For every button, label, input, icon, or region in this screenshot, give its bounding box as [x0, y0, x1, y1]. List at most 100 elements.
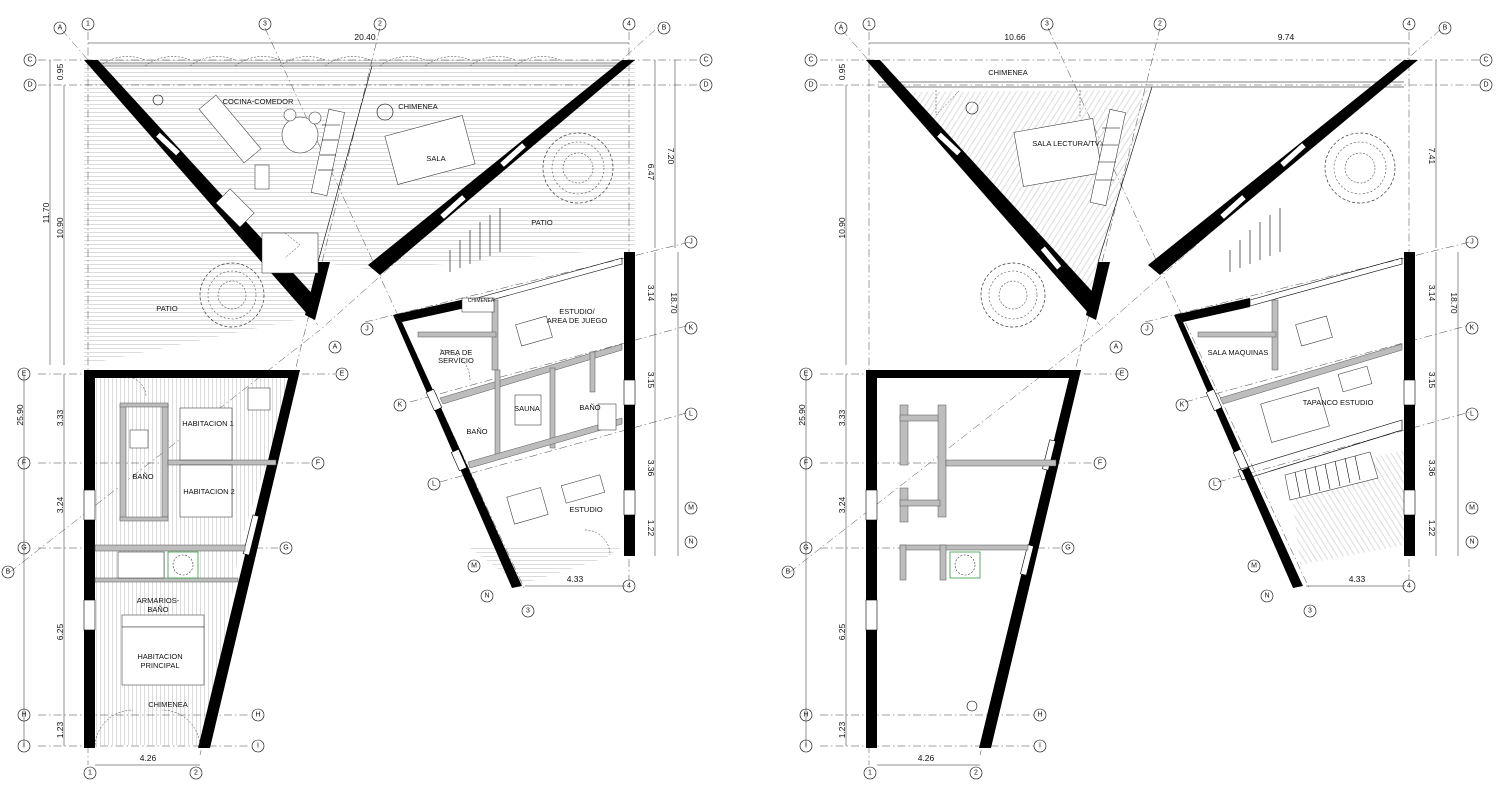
- svg-text:B: B: [6, 569, 11, 576]
- svg-text:E: E: [804, 371, 809, 378]
- bubble-G-right: G: [279, 541, 293, 555]
- svg-text:4: 4: [627, 21, 631, 28]
- svg-text:3: 3: [1308, 608, 1312, 615]
- rbubble-F-right: F: [1093, 456, 1107, 470]
- rbubble-B-top: B: [1438, 21, 1452, 35]
- svg-text:B: B: [662, 25, 667, 32]
- svg-text:M: M: [471, 563, 477, 570]
- label-bano-east: BAÑO: [579, 403, 600, 412]
- dim-r-3-24: 3.24: [837, 496, 847, 513]
- bubble-C-left: C: [23, 53, 37, 67]
- label-principal-1: HABITACION: [137, 652, 182, 661]
- svg-text:I: I: [257, 743, 259, 750]
- dim-r-bottom-4-26: 4.26: [918, 753, 935, 763]
- dim-7-20: 7.20: [666, 148, 676, 165]
- svg-text:J: J: [689, 239, 693, 246]
- label-bano-wing: BAÑO: [132, 472, 153, 481]
- rbubble-J-right: J: [1465, 235, 1479, 249]
- left-room-labels: COCINA-COMEDOR CHIMENEA SALA PATIO PATIO…: [132, 97, 607, 709]
- dim-r-1-23: 1.23: [837, 721, 847, 738]
- dim-r-25-90: 25.90: [797, 404, 807, 426]
- svg-text:1: 1: [867, 21, 871, 28]
- rbubble-N-left: N: [1260, 589, 1274, 603]
- left-walls: [83, 60, 636, 748]
- svg-text:N: N: [688, 539, 693, 546]
- svg-text:C: C: [808, 57, 813, 64]
- svg-text:2: 2: [1158, 21, 1162, 28]
- right-grid-bubbles: 1 3 2 4 A B C D C D E E F F G G B H H I …: [781, 17, 1493, 780]
- dim-6-47: 6.47: [646, 164, 656, 181]
- label-armarios-2: BAÑO: [147, 605, 168, 614]
- dim-r-18-70: 18.70: [1449, 292, 1459, 314]
- dim-6-25: 6.25: [55, 623, 65, 640]
- rbubble-A-top: A: [834, 21, 848, 35]
- left-tree-patio-east: [542, 132, 614, 204]
- svg-text:4: 4: [1407, 21, 1411, 28]
- label-chimenea-north: CHIMENEA: [398, 102, 438, 111]
- rbubble-J-left: J: [1140, 322, 1154, 336]
- bubble-H-left: H: [17, 708, 31, 722]
- dim-r-10-90: 10.90: [837, 217, 847, 239]
- label-sala-maquinas: SALA MAQUINAS: [1208, 348, 1269, 357]
- svg-text:H: H: [21, 712, 26, 719]
- svg-text:L: L: [1470, 411, 1474, 418]
- dim-3-15: 3.15: [646, 372, 656, 389]
- right-tree-patio-west: [980, 262, 1046, 328]
- dim-3-33: 3.33: [55, 409, 65, 426]
- svg-text:M: M: [688, 505, 694, 512]
- label-chimenea-upper: CHIMENEA: [988, 68, 1028, 77]
- label-bano-west: BAÑO: [466, 427, 487, 436]
- svg-text:2: 2: [378, 21, 382, 28]
- left-north-facade: [96, 56, 622, 263]
- svg-text:L: L: [689, 411, 693, 418]
- dim-0-95: 0.95: [55, 63, 65, 80]
- left-tree-patio-west: [199, 262, 265, 328]
- svg-text:H: H: [803, 712, 808, 719]
- svg-text:K: K: [398, 402, 403, 409]
- svg-text:D: D: [808, 82, 813, 89]
- left-north-furniture: [152, 94, 614, 328]
- svg-text:H: H: [255, 712, 260, 719]
- left-dimensions: 20.40 0.95 11.70 10.90 25.90 3.33 3.24 6…: [15, 32, 679, 766]
- right-east-interior: [1197, 299, 1403, 501]
- svg-text:3: 3: [526, 608, 530, 615]
- right-floor-plan: CHIMENEA SALA LECTURA/TV SALA MAQUINAS T…: [781, 17, 1493, 780]
- label-sala: SALA: [426, 154, 445, 163]
- svg-text:A: A: [839, 25, 844, 32]
- dim-r-6-25: 6.25: [837, 623, 847, 640]
- dim-10-90: 10.90: [55, 217, 65, 239]
- svg-text:M: M: [1469, 505, 1475, 512]
- svg-text:K: K: [1470, 325, 1475, 332]
- left-east-interior: [417, 297, 623, 556]
- svg-text:B: B: [786, 569, 791, 576]
- svg-text:I: I: [23, 743, 25, 750]
- dim-r-1-22: 1.22: [1427, 520, 1437, 537]
- svg-text:G: G: [21, 545, 26, 552]
- svg-text:I: I: [1039, 743, 1041, 750]
- bubble-F-left: F: [17, 456, 31, 470]
- label-habitacion-2: HABITACION 2: [183, 487, 235, 496]
- bubble-L-left: L: [427, 477, 441, 491]
- dim-11-70: 11.70: [41, 202, 51, 223]
- right-stair: [1284, 451, 1379, 501]
- label-patio-east: PATIO: [531, 218, 553, 227]
- svg-text:J: J: [1145, 326, 1149, 333]
- svg-text:I: I: [805, 743, 807, 750]
- bubble-C-right: C: [699, 53, 713, 67]
- svg-text:A: A: [1114, 344, 1119, 351]
- label-principal-2: PRINCIPAL: [140, 661, 179, 670]
- svg-text:C: C: [27, 57, 32, 64]
- rbubble-H-left: H: [799, 708, 813, 722]
- bubble-3-bottom: 3: [521, 604, 535, 618]
- bubble-A-top: A: [53, 21, 67, 35]
- rbubble-D-right: D: [1479, 78, 1493, 92]
- svg-text:L: L: [1213, 481, 1217, 488]
- bubble-F-right: F: [311, 456, 325, 470]
- rbubble-F-left: F: [799, 456, 813, 470]
- rbubble-K-left: K: [1175, 398, 1189, 412]
- bubble-N-right: N: [684, 535, 698, 549]
- bubble-K-left: K: [393, 398, 407, 412]
- svg-text:1: 1: [868, 770, 872, 777]
- rbubble-G-right: G: [1061, 541, 1075, 555]
- bubble-G-left: G: [17, 541, 31, 555]
